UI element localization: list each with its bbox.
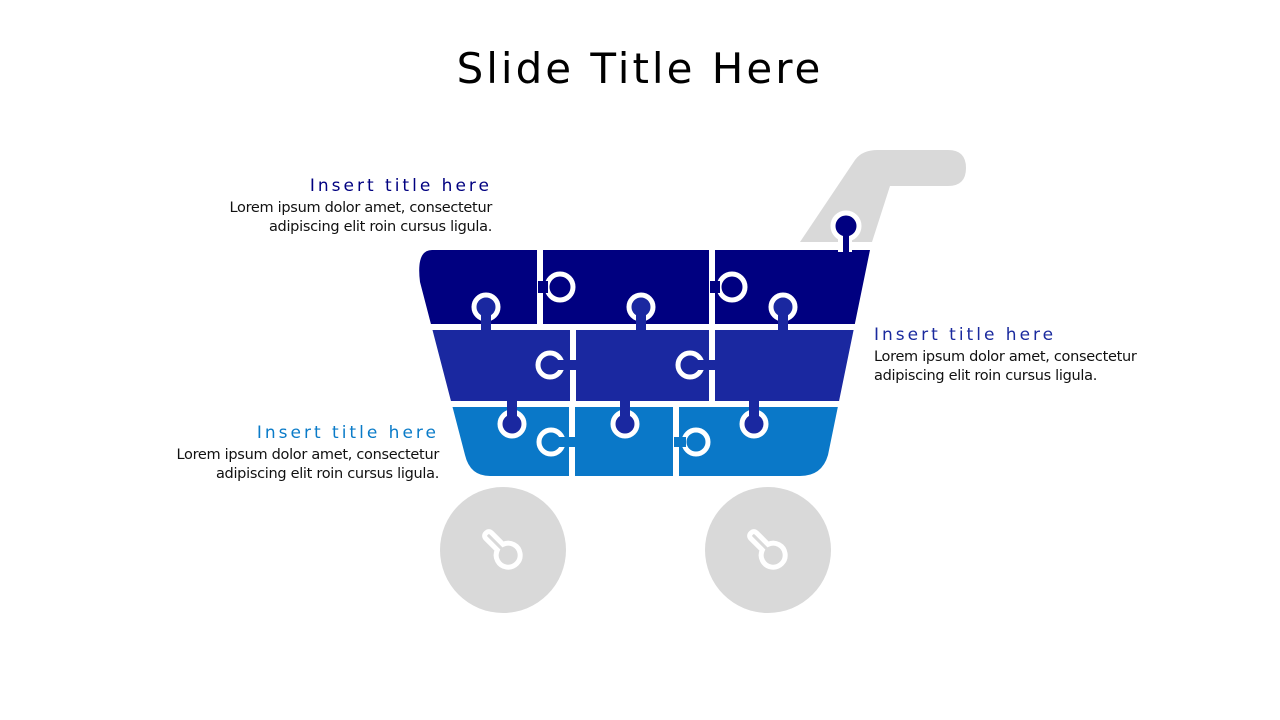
callout-body-line2: adipiscing elit roin cursus ligula. (268, 219, 492, 235)
callout-body-line2: adipiscing elit roin cursus ligula. (874, 368, 1098, 384)
row-2 (419, 330, 870, 401)
callout-body-line2: adipiscing elit roin cursus ligula. (215, 466, 439, 482)
callout-bottom-left: Insert title here Lorem ipsum dolor amet… (140, 423, 439, 484)
cart-basket (419, 250, 870, 476)
callout-title: Insert title here (874, 325, 1057, 345)
row-3 (419, 407, 870, 476)
callout-top-left: Insert title here Lorem ipsum dolor amet… (200, 176, 492, 237)
wheel-right (705, 487, 831, 613)
callout-middle-right: Insert title here Lorem ipsum dolor amet… (874, 325, 1174, 386)
callout-title: Insert title here (309, 176, 492, 196)
wheel-left (440, 487, 566, 613)
callout-body-line1: Lorem ipsum dolor amet, consectetur (229, 200, 492, 216)
slide-title: Slide Title Here (456, 44, 824, 93)
callout-body-line1: Lorem ipsum dolor amet, consectetur (176, 447, 439, 463)
cart-handle (800, 150, 966, 242)
handle-knob (830, 210, 862, 252)
callout-body-line1: Lorem ipsum dolor amet, consectetur (874, 349, 1137, 365)
callout-title: Insert title here (256, 423, 439, 443)
